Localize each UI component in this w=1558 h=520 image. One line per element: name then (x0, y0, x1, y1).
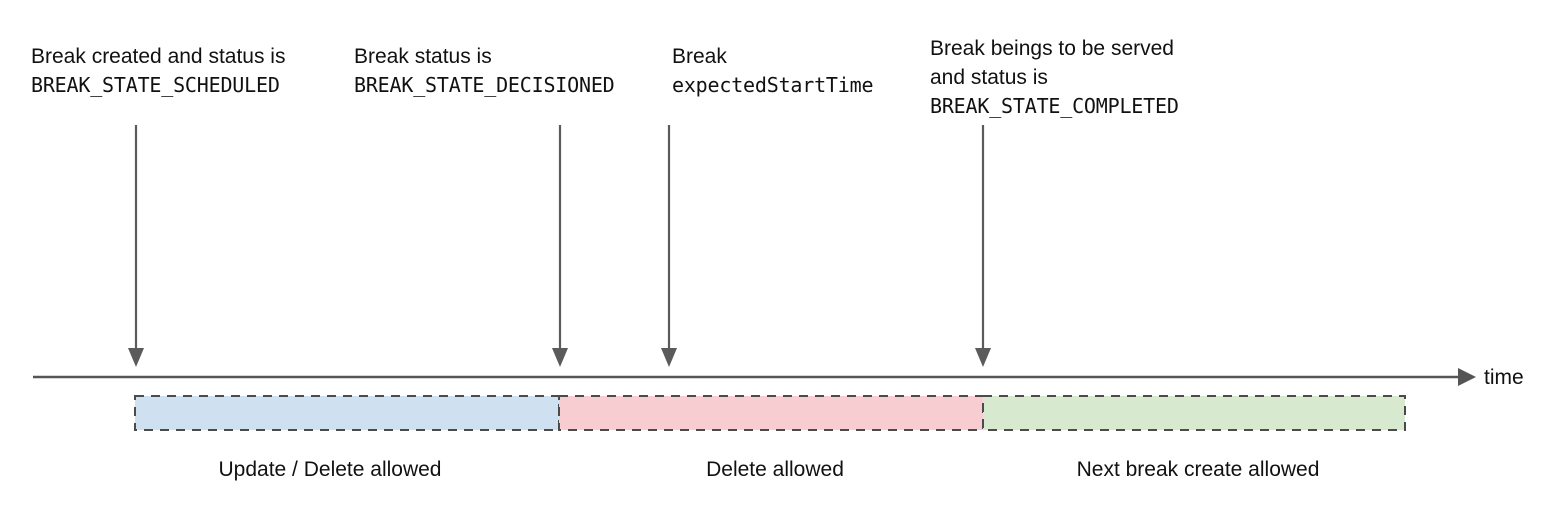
region-caption-delete: Delete allowed (706, 458, 844, 481)
time-axis (33, 368, 1476, 386)
annotation-break-completed: Break beings to be served and status is … (930, 34, 1179, 121)
band-decisioned (558, 395, 984, 431)
annotation-4-line-3: BREAK_STATE_COMPLETED (930, 94, 1179, 118)
annotation-1-line-1: Break created and status is (31, 45, 286, 68)
event-marker-arrow-3 (661, 125, 677, 367)
band-completed (982, 395, 1406, 431)
event-marker-arrow-1 (128, 125, 144, 367)
annotation-2-line-1: Break status is (354, 45, 492, 68)
region-caption-next-break: Next break create allowed (1076, 458, 1320, 481)
annotation-3-line-1: Break (672, 45, 727, 68)
band-scheduled (134, 395, 560, 431)
annotation-4-line-1: Break beings to be served (930, 37, 1174, 60)
region-caption-update-delete: Update / Delete allowed (218, 458, 442, 481)
annotation-1-line-2: BREAK_STATE_SCHEDULED (31, 73, 280, 97)
event-marker-arrow-4 (975, 125, 991, 367)
annotation-expected-start-time: Break expectedStartTime (672, 42, 874, 100)
annotation-2-line-2: BREAK_STATE_DECISIONED (354, 73, 615, 97)
annotation-3-line-2: expectedStartTime (672, 73, 874, 97)
axis-label-time: time (1484, 366, 1524, 389)
annotation-break-created: Break created and status is BREAK_STATE_… (31, 42, 285, 100)
event-marker-arrow-2 (552, 125, 568, 367)
annotation-4-line-2: and status is (930, 66, 1048, 89)
annotation-break-decisioned: Break status is BREAK_STATE_DECISIONED (354, 42, 615, 100)
